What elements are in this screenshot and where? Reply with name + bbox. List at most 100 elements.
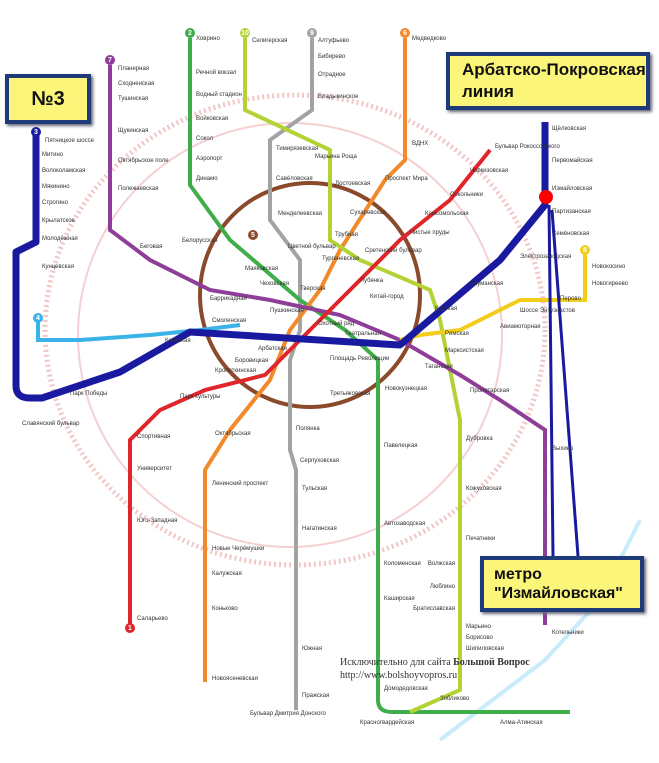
svg-text:Волоколамская: Волоколамская: [42, 168, 85, 174]
svg-text:Медведково: Медведково: [412, 36, 447, 42]
svg-text:Семёновская: Семёновская: [552, 231, 589, 237]
svg-text:Третьяковская: Третьяковская: [330, 391, 370, 397]
svg-text:Перово: Перово: [560, 296, 581, 302]
svg-text:Кожуховская: Кожуховская: [466, 486, 502, 492]
svg-text:Сокольники: Сокольники: [450, 192, 483, 198]
line-3-highlight: [12, 122, 549, 402]
svg-text:Пушкинская: Пушкинская: [270, 308, 304, 314]
svg-text:Автозаводская: Автозаводская: [384, 521, 425, 527]
line-6: [203, 38, 407, 682]
svg-text:Пятницкое шоссе: Пятницкое шоссе: [45, 138, 95, 144]
svg-text:Лубянка: Лубянка: [360, 278, 384, 284]
svg-text:Войковская: Войковская: [196, 115, 228, 122]
svg-text:Театральная: Театральная: [345, 331, 381, 337]
svg-text:Сокол: Сокол: [196, 136, 214, 142]
watermark: Исключительно для сайта Большой Вопрос h…: [340, 656, 530, 682]
svg-text:Университет: Университет: [137, 466, 172, 472]
svg-text:Коломенская: Коломенская: [384, 561, 421, 567]
svg-text:Авиамоторная: Авиамоторная: [500, 324, 540, 330]
svg-text:Печатники: Печатники: [466, 536, 495, 542]
svg-text:Красногвардейская: Красногвардейская: [360, 719, 414, 726]
svg-text:Менделеевская: Менделеевская: [278, 211, 322, 217]
svg-text:Домодедовская: Домодедовская: [384, 686, 428, 692]
svg-text:Чеховская: Чеховская: [260, 281, 289, 287]
svg-text:1: 1: [128, 625, 132, 632]
svg-text:Полянка: Полянка: [296, 426, 320, 432]
svg-text:Славянский бульвар: Славянский бульвар: [22, 420, 80, 427]
svg-text:Новокузнецкая: Новокузнецкая: [385, 386, 427, 392]
svg-text:Октябрьское поле: Октябрьское поле: [118, 158, 169, 164]
svg-text:Киевская: Киевская: [165, 338, 191, 344]
svg-text:Тушинская: Тушинская: [118, 96, 148, 102]
svg-text:Алма-Атинская: Алма-Атинская: [500, 720, 543, 726]
svg-text:Пролетарская: Пролетарская: [470, 388, 509, 394]
watermark-site: Большой Вопрос: [453, 657, 530, 668]
svg-text:Полежаевская: Полежаевская: [118, 186, 158, 192]
svg-text:Курская: Курская: [435, 306, 457, 312]
line-9: [268, 38, 314, 710]
svg-text:Достоевская: Достоевская: [335, 181, 370, 187]
svg-text:Марьина Роща: Марьина Роща: [315, 154, 358, 160]
svg-text:Бауманская: Бауманская: [470, 281, 503, 287]
svg-text:Марьино: Марьино: [466, 624, 492, 630]
svg-text:Калужская: Калужская: [212, 571, 242, 577]
svg-text:Сретенский бульвар: Сретенский бульвар: [365, 247, 422, 254]
svg-text:Каширская: Каширская: [384, 596, 415, 602]
izmailovskaya-marker[interactable]: [539, 190, 553, 204]
line-4: [36, 320, 241, 342]
station-callout-label-2: "Измайловская": [494, 585, 623, 602]
outer-ring: [77, 122, 503, 548]
svg-text:Зябликово: Зябликово: [440, 696, 470, 702]
line-number-callout: №3: [5, 74, 91, 124]
svg-text:Римская: Римская: [445, 331, 469, 337]
svg-text:Парк Победы: Парк Победы: [70, 391, 107, 397]
svg-text:Щёлковская: Щёлковская: [552, 126, 586, 132]
svg-text:Волжская: Волжская: [428, 561, 455, 567]
svg-text:Бибирево: Бибирево: [318, 54, 346, 60]
svg-text:ВДНХ: ВДНХ: [412, 141, 428, 147]
svg-text:Водный стадион: Водный стадион: [196, 91, 242, 98]
light-rail: [438, 519, 642, 742]
line-5-ring: [198, 181, 422, 409]
svg-text:Новогиреево: Новогиреево: [592, 281, 629, 287]
svg-text:Южная: Южная: [302, 646, 322, 652]
svg-text:Планерная: Планерная: [118, 66, 149, 72]
svg-text:Крылатское: Крылатское: [42, 218, 76, 224]
line-number-label: №3: [31, 87, 65, 110]
svg-text:Сходненская: Сходненская: [118, 81, 154, 87]
svg-text:Бульвар Дмитрия Донского: Бульвар Дмитрия Донского: [250, 711, 327, 717]
svg-text:Молодёжная: Молодёжная: [42, 236, 78, 242]
svg-text:Спортивная: Спортивная: [137, 434, 170, 440]
svg-text:Тверская: Тверская: [300, 286, 326, 292]
svg-text:7: 7: [108, 57, 112, 64]
station-callout: метро "Измайловская": [480, 556, 644, 612]
watermark-url: http://www.bolshoyvopros.ru: [340, 670, 458, 681]
svg-text:Динамо: Динамо: [196, 176, 218, 182]
svg-text:Братиславская: Братиславская: [413, 606, 455, 612]
line-badges: 1 2 3 4 5 6 7 8 9 10: [31, 28, 590, 633]
svg-text:Аэропорт: Аэропорт: [196, 156, 223, 162]
svg-text:Боровицкая: Боровицкая: [235, 358, 268, 364]
svg-text:Партизанская: Партизанская: [552, 209, 591, 215]
svg-text:Шипиловская: Шипиловская: [466, 646, 504, 652]
svg-text:Тургеневская: Тургеневская: [322, 256, 359, 262]
svg-text:Проспект Мира: Проспект Мира: [385, 176, 428, 182]
svg-text:Новоясеневская: Новоясеневская: [212, 676, 258, 682]
svg-text:Пражская: Пражская: [302, 693, 329, 699]
line-10: [243, 38, 462, 714]
svg-text:Тульская: Тульская: [302, 486, 327, 492]
svg-text:Беговая: Беговая: [140, 244, 162, 250]
svg-text:Кропоткинская: Кропоткинская: [215, 368, 256, 374]
svg-text:Площадь Революции: Площадь Революции: [330, 356, 389, 362]
svg-text:5: 5: [251, 232, 255, 239]
svg-text:Парк культуры: Парк культуры: [180, 394, 220, 400]
svg-text:Охотный ряд: Охотный ряд: [318, 320, 355, 327]
svg-text:Тимирязевская: Тимирязевская: [276, 146, 318, 152]
svg-text:Юго-Западная: Юго-Западная: [137, 518, 177, 524]
svg-text:Чистые пруды: Чистые пруды: [410, 230, 450, 236]
svg-text:Таганская: Таганская: [425, 364, 453, 370]
svg-text:Комсомольская: Комсомольская: [425, 211, 469, 217]
svg-text:Новые Черёмушки: Новые Черёмушки: [212, 546, 264, 552]
line-name-label-2: линия: [462, 82, 514, 101]
svg-text:Нагатинская: Нагатинская: [302, 526, 337, 532]
